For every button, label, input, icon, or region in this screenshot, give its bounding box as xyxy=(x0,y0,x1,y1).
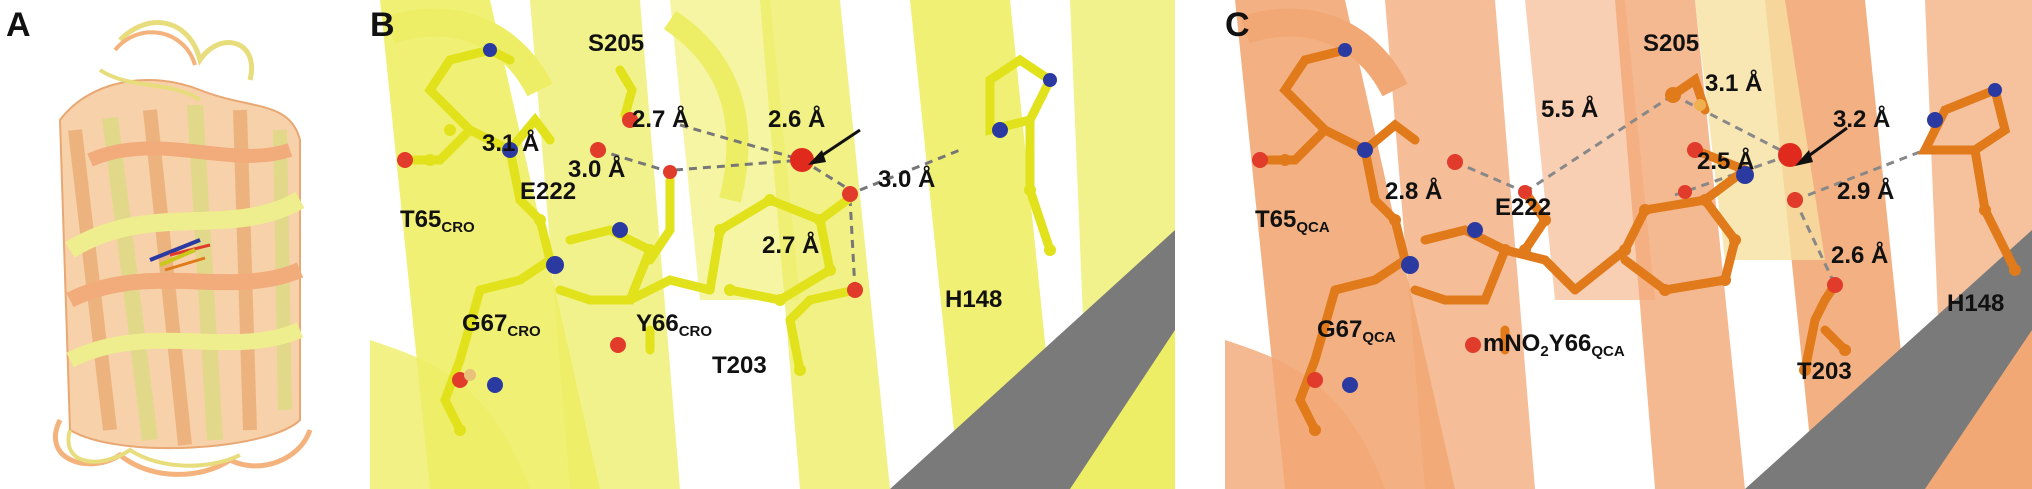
label-g67: G67QCA xyxy=(1317,316,1396,346)
panel-b-scene xyxy=(370,0,1175,489)
label-e222: E222 xyxy=(1495,194,1552,221)
panel-c-qca-environment: C S205 5.5 Å 3.1 Å 3.2 Å 2.8 Å 2.5 Å 2.9… xyxy=(1225,0,2032,489)
label-s205: S205 xyxy=(588,30,645,57)
panel-a-barrel-overview: A xyxy=(0,0,330,489)
label-y66: Y66CRO xyxy=(636,310,713,340)
distance-no2: 2.5 Å xyxy=(1697,148,1755,175)
label-t203: T203 xyxy=(1797,358,1852,385)
chromophore-sticks xyxy=(149,238,211,272)
panel-label-a: A xyxy=(6,6,31,44)
panel-c-atoms xyxy=(1252,43,2021,436)
panel-c-arrow xyxy=(1795,126,1848,166)
label-t65: T65QCA xyxy=(1255,206,1330,236)
distance-t65-e222: 2.8 Å xyxy=(1385,178,1443,205)
distance-h148: 3.0 Å xyxy=(878,166,936,193)
panel-c-scene xyxy=(1225,0,2032,489)
distance-h148: 2.9 Å xyxy=(1837,178,1895,205)
panel-b-atoms xyxy=(397,43,1057,436)
distance-s205-e222: 2.7 Å xyxy=(632,106,690,133)
distance-t203: 2.7 Å xyxy=(762,232,820,259)
label-e222: E222 xyxy=(520,178,577,205)
label-g67: G67CRO xyxy=(462,310,541,340)
label-mno2y66: mNO2Y66QCA xyxy=(1483,330,1625,360)
panel-label-c: C xyxy=(1225,6,1250,44)
panel-b-hbonds xyxy=(597,123,961,291)
panel-label-b: B xyxy=(370,6,395,44)
gfp-barrel-cartoon xyxy=(52,20,313,477)
label-t65: T65CRO xyxy=(400,206,475,236)
panel-b-arrow xyxy=(808,128,861,165)
distance-water: 2.6 Å xyxy=(768,106,826,133)
distance-s205-water: 3.1 Å xyxy=(1705,70,1763,97)
label-s205: S205 xyxy=(1643,30,1700,57)
distance-water: 3.2 Å xyxy=(1833,106,1891,133)
distance-e222-water: 3.0 Å xyxy=(568,156,626,183)
panel-c-hbonds xyxy=(1454,93,1926,286)
panel-b-cro-environment: B S205 3.1 Å 2.7 Å 3.0 Å 2.6 Å 3.0 Å 2.7… xyxy=(370,0,1175,489)
label-h148: H148 xyxy=(945,286,1003,313)
distance-t65-e222: 3.1 Å xyxy=(482,130,540,157)
distance-s205-e222: 5.5 Å xyxy=(1541,96,1599,123)
label-h148: H148 xyxy=(1947,290,2005,317)
label-t203: T203 xyxy=(712,352,767,379)
distance-t203: 2.6 Å xyxy=(1831,242,1889,269)
